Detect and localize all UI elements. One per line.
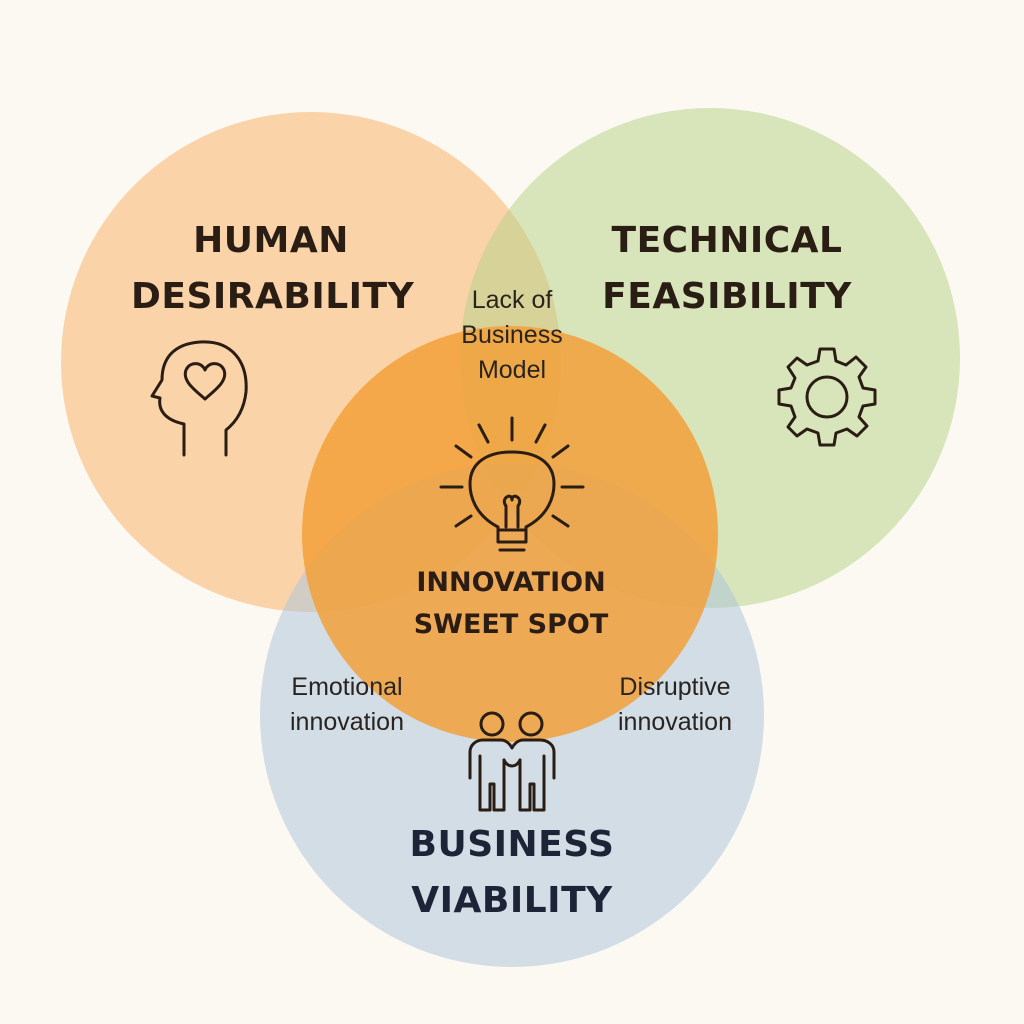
- lightbulb-icon: [439, 416, 585, 552]
- overlap-technical-business-line1: Disruptive: [619, 673, 731, 701]
- human-desirability-label: HUMAN DESIRABILITY: [131, 213, 415, 325]
- human-desirability-line2: DESIRABILITY: [131, 276, 415, 317]
- overlap-human-technical-line2: Business: [461, 321, 563, 349]
- innovation-sweet-spot-circle: [302, 326, 718, 742]
- technical-feasibility-label: TECHNICAL FEASIBILITY: [587, 213, 867, 325]
- disruptive-innovation-label: Disruptive innovation: [598, 670, 752, 740]
- business-viability-line1: BUSINESS: [409, 824, 615, 865]
- people-icon: [468, 711, 556, 812]
- overlap-human-technical-line1: Lack of: [471, 286, 553, 314]
- sweet-spot-line1: INNOVATION: [416, 567, 606, 598]
- overlap-technical-business-line2: innovation: [618, 708, 732, 736]
- technical-feasibility-line2: FEASIBILITY: [602, 276, 852, 317]
- overlap-human-business-line2: innovation: [290, 708, 404, 736]
- human-desirability-line1: HUMAN: [193, 220, 349, 261]
- lack-of-business-model-label: Lack of Business Model: [439, 283, 585, 388]
- head-heart-icon: [150, 340, 248, 457]
- sweet-spot-line2: SWEET SPOT: [413, 609, 609, 640]
- technical-feasibility-line1: TECHNICAL: [611, 220, 843, 261]
- business-viability-line2: VIABILITY: [411, 880, 613, 921]
- venn-circles: [61, 108, 960, 967]
- gear-icon: [777, 347, 877, 447]
- emotional-innovation-label: Emotional innovation: [272, 670, 422, 740]
- innovation-sweet-spot-label: INNOVATION SWEET SPOT: [381, 562, 641, 646]
- overlap-human-business-line1: Emotional: [291, 673, 403, 701]
- business-viability-label: BUSINESS VIABILITY: [372, 817, 652, 929]
- overlap-human-technical-line3: Model: [477, 356, 547, 384]
